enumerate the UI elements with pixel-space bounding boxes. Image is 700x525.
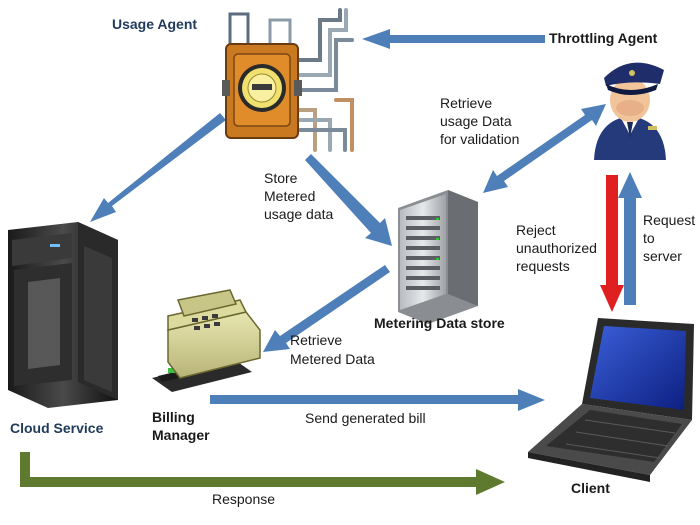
billing-manager-label-line2: Manager — [152, 427, 210, 443]
client-laptop-icon — [528, 318, 694, 482]
billing-manager-label-line1: Billing — [152, 409, 195, 425]
arrow-billing-to-client — [210, 389, 545, 411]
client-label: Client — [571, 480, 610, 496]
retrieve-usage-label-line2: usage Data — [440, 113, 512, 129]
retrieve-usage-label-line1: Retrieve — [440, 95, 493, 111]
store-metered-label-line1: Store — [264, 170, 298, 186]
metering-store-server-icon — [398, 190, 478, 324]
arrow-usage-to-store — [305, 154, 392, 246]
retrieve-metered-label-line2: Metered Data — [290, 351, 375, 367]
send-bill-label: Send generated bill — [305, 410, 426, 426]
arrow-store-to-billing — [263, 265, 390, 352]
store-metered-label-line2: Metered — [264, 188, 316, 204]
arrow-request — [618, 172, 642, 305]
store-metered-label-line3: usage data — [264, 206, 334, 222]
arrow-throttling-to-usage — [362, 29, 545, 49]
metering-store-label: Metering Data store — [374, 315, 505, 331]
arrow-store-throttling — [483, 104, 606, 193]
arrow-reject — [600, 175, 624, 312]
request-label-line3: server — [643, 248, 682, 264]
request-label-line2: to — [643, 230, 655, 246]
arrow-usage-to-cloud — [90, 113, 226, 222]
usage-agent-label: Usage Agent — [112, 16, 198, 32]
arrow-response — [20, 452, 505, 495]
reject-label-line1: Reject — [516, 222, 556, 238]
response-label: Response — [212, 491, 276, 507]
cloud-service-label: Cloud Service — [10, 420, 104, 436]
cloud-service-tower-icon — [8, 222, 118, 408]
request-label-line1: Request — [643, 212, 696, 228]
usage-agent-meter-icon — [222, 8, 354, 152]
reject-label-line3: requests — [516, 258, 570, 274]
reject-label-line2: unauthorized — [516, 240, 597, 256]
throttling-agent-label: Throttling Agent — [549, 30, 658, 46]
retrieve-metered-label-line1: Retrieve — [290, 332, 343, 348]
retrieve-usage-label-line3: for validation — [440, 131, 520, 147]
throttling-agent-officer-icon — [594, 62, 666, 160]
billing-manager-register-icon — [152, 289, 261, 392]
